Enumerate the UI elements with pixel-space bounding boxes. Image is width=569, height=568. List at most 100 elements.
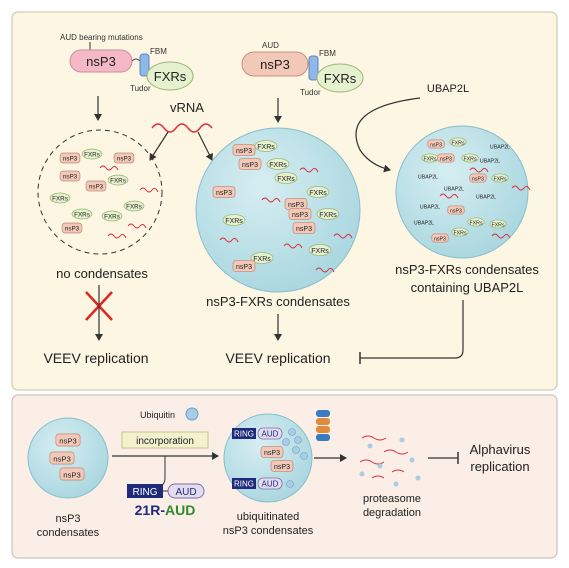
right-protein-18-label: FXRs [491, 222, 505, 228]
arrow-vrna-left [149, 131, 169, 161]
right-protein-17-label: FXRs [453, 230, 467, 236]
mid-protein-5-shape [306, 186, 330, 198]
left-rna-0 [99, 165, 119, 171]
right-protein-18-shape [489, 219, 507, 229]
mid-protein-13-label: FXRs [311, 248, 329, 255]
vrna-strand [151, 123, 213, 133]
left-protein-3-shape [59, 170, 81, 182]
veev-replication-left: VEEV replication [43, 350, 148, 366]
right-protein-6-label: UBAP2L [490, 144, 510, 150]
mid-protein-4-label: nsP3 [216, 190, 232, 197]
mid-protein-4-shape [212, 186, 236, 198]
mid-protein-3-shape [266, 158, 290, 170]
mid-protein-3-label: FXRs [269, 162, 287, 169]
right-protein-10-label: FXRs [493, 176, 507, 182]
containing-label-line1: nsP3-FXRs condensates [395, 262, 539, 277]
ubq-ring-2-label: RING [234, 480, 254, 489]
mid-protein-6-label: nsP3 [288, 202, 304, 209]
ubq-ring-1-label: RING [234, 430, 254, 439]
ubq-ubiquitin-1 [294, 436, 302, 444]
construct-prefix: 21R- [135, 502, 166, 518]
no-condensate-region [37, 129, 163, 255]
proteasome-line2: degradation [363, 507, 421, 519]
ubiquitin-label: Ubiquitin [140, 410, 175, 420]
left-rna-2 [107, 233, 127, 239]
right-protein-9-label: nsP3 [472, 176, 484, 182]
left-protein-4-shape [107, 174, 129, 186]
tudor-domain-middle [308, 55, 319, 81]
ubq-ubiquitin-0 [288, 428, 296, 436]
arrow-ubap2l [355, 97, 421, 173]
left-protein-10-label: FXRs [126, 204, 142, 211]
mid-protein-11-label: FXRs [253, 256, 271, 263]
ring-box [127, 484, 163, 498]
ubq-nsp3-2-label: nsP3 [274, 464, 290, 471]
construct-name: 21R-AUD [135, 502, 196, 518]
fbm-label-middle: FBM [319, 49, 336, 58]
right-protein-1-label: FXRs [451, 140, 465, 146]
proteasome-icon [316, 410, 330, 441]
fbm-label-left: FBM [150, 47, 167, 56]
right-protein-4-shape [461, 153, 479, 163]
mid-protein-1-label: FXRs [257, 144, 275, 151]
ubiquitin-icon [185, 407, 199, 421]
left-protein-0-label: nsP3 [63, 156, 78, 163]
ubq-aud-2-label: AUD [262, 480, 279, 489]
left-protein-6-shape [85, 180, 107, 192]
mid-rna-1 [299, 167, 319, 173]
right-rna-1 [511, 185, 531, 191]
left-protein-1-label: FXRs [84, 152, 100, 159]
right-protein-3-shape [437, 153, 455, 163]
degradation-fragments [359, 435, 421, 487]
alphavirus-line1: Alphavirus [470, 442, 531, 457]
mid-protein-2-label: nsP3 [242, 162, 258, 169]
mid-rna-5 [315, 267, 335, 273]
right-rna-2 [439, 193, 459, 199]
left-protein-9-shape [61, 222, 83, 234]
left-protein-0-shape [59, 152, 81, 164]
fxrs-ellipse-middle [316, 63, 364, 93]
right-protein-16-label: nsP3 [434, 236, 446, 242]
right-protein-0-shape [427, 139, 445, 149]
right-protein-8-label: UBAP2L [444, 186, 464, 192]
aud-label-middle: AUD [262, 41, 279, 50]
left-protein-6-label: nsP3 [89, 184, 104, 191]
aud-box-bottom [167, 483, 205, 499]
bottom-nsp3-2-label: nsP3 [63, 470, 81, 479]
right-protein-0-label: nsP3 [430, 142, 442, 148]
mid-protein-9-label: FXRs [319, 212, 337, 219]
nsp3-fxrs-condensates-label: nsP3-FXRs condensates [206, 294, 350, 309]
right-protein-14-label: FXRs [469, 220, 483, 226]
ubq-ubiquitin-5 [286, 480, 294, 488]
mid-protein-7-shape [288, 208, 312, 220]
mid-protein-9-shape [316, 208, 340, 220]
right-protein-5-label: UBAP2L [480, 158, 500, 164]
arrow-vrna-right [197, 131, 213, 161]
ubq-nsp3-2-shape [270, 460, 294, 472]
ubiquitinated-line1: ubiquitinated [237, 511, 299, 523]
mid-protein-0-label: nsP3 [236, 148, 252, 155]
left-protein-3-label: nsP3 [63, 174, 78, 181]
right-protein-4-label: FXRs [463, 156, 477, 162]
mid-protein-11-shape [250, 252, 274, 264]
right-rna-0 [469, 167, 489, 173]
bottom-nsp3-1-shape [49, 451, 75, 465]
containing-label-line2: containing UBAP2L [411, 280, 524, 295]
mid-protein-1-shape [254, 140, 278, 152]
ubq-aud-1-box [257, 427, 283, 440]
mid-protein-8-shape [292, 222, 316, 234]
bottom-nsp3-0-label: nsP3 [59, 436, 77, 445]
right-protein-9-shape [469, 173, 487, 183]
mid-rna-0 [261, 197, 281, 203]
mid-protein-8-label: nsP3 [296, 226, 312, 233]
right-protein-16-shape [431, 233, 449, 243]
left-protein-7-label: FXRs [74, 212, 90, 219]
left-protein-2-label: nsP3 [117, 156, 132, 163]
bottom-nsp3-1-label: nsP3 [53, 454, 71, 463]
bottom-nsp3-0-shape [55, 433, 81, 447]
mid-protein-14-shape [274, 172, 298, 184]
